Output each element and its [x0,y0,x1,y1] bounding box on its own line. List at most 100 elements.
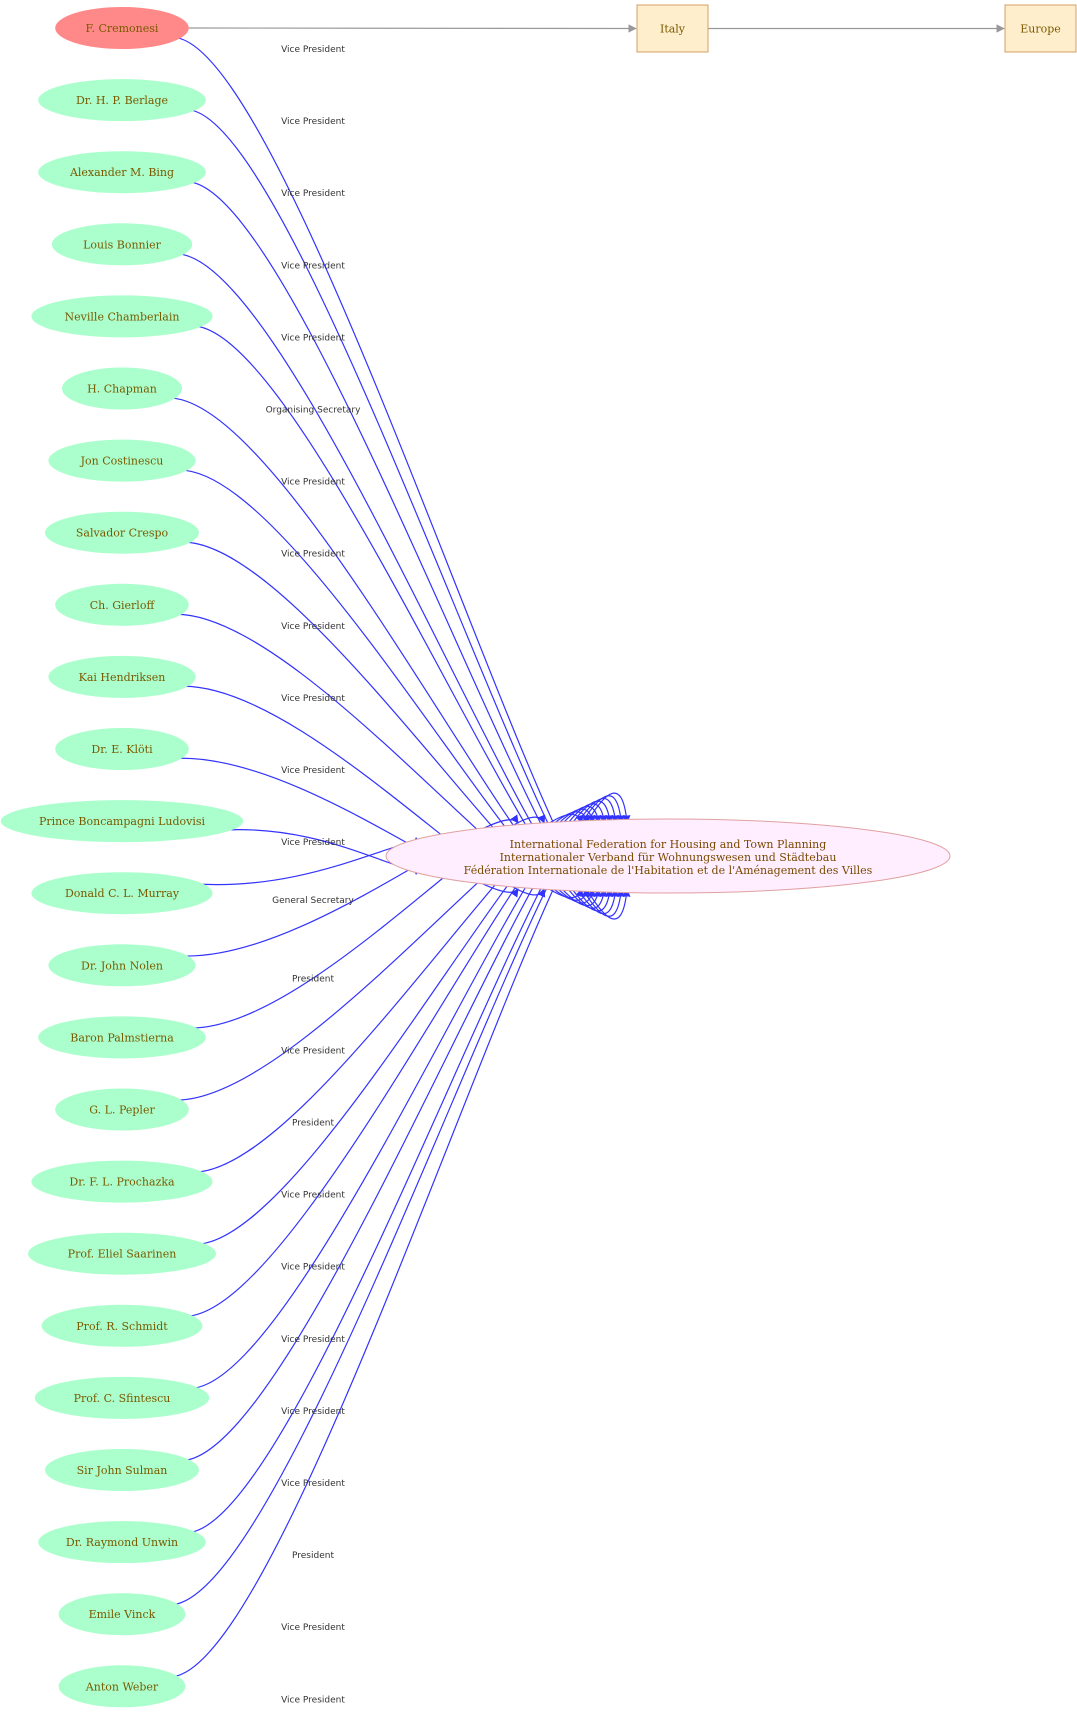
person-node-shape [31,872,213,915]
federation-node-shape [385,818,951,894]
box-node-shape [1004,4,1077,53]
person-node-anton-weber[interactable]: Anton Weber [58,1665,186,1708]
edge-label-g-l-pepler: President [292,1119,334,1129]
edge-label-dr-e-kl-ti: Vice President [281,766,345,776]
person-name: Prince Boncampagni Ludovisi [39,815,206,828]
edge-kai-hendriksen [179,685,546,898]
edge-label-alexander-m-bing: Vice President [281,189,345,199]
person-name: F. Cremonesi [86,22,159,35]
person-name: Anton Weber [85,1680,159,1693]
edge-label-dr-john-nolen: President [292,974,334,984]
edge-baron-palmstierna [187,814,546,1029]
edge-label-prince-boncampagni-ludovisi: Vice President [281,838,345,848]
person-node-jon-costinescu[interactable]: Jon Costinescu [48,439,196,482]
person-node-h-chapman[interactable]: H. Chapman [62,367,182,410]
box-node-italy[interactable]: Italy [636,4,709,53]
person-node-prof-eliel-saarinen[interactable]: Prof. Eliel Saarinen [28,1232,216,1275]
person-node-shape [31,1160,213,1203]
person-name: Donald C. L. Murray [65,887,180,900]
edge-label-sir-john-sulman: Vice President [281,1479,345,1489]
edge-label-jon-costinescu: Vice President [281,478,345,488]
edge-highlight-to-italy [188,24,637,33]
edge-neville-chamberlain [192,325,608,909]
person-node-dr-e-kl-ti[interactable]: Dr. E. Klöti [55,728,189,770]
person-node-sir-john-sulman[interactable]: Sir John Sulman [45,1449,199,1491]
person-node-alexander-m-bing[interactable]: Alexander M. Bing [38,151,206,194]
edge-label-h-chapman: Organising Secretary [266,406,362,416]
person-node-shape [45,511,199,554]
edge-dr-john-nolen [179,814,519,957]
person-node-dr-raymond-unwin[interactable]: Dr. Raymond Unwin [38,1521,206,1564]
person-name: Sir John Sulman [77,1464,168,1477]
person-node-shape [28,1232,216,1275]
person-node-shape [0,800,244,843]
edge-label-anton-weber: Vice President [281,1695,345,1705]
person-node-g-l-pepler[interactable]: G. L. Pepler [55,1088,189,1131]
person-name: Dr. F. L. Prochazka [69,1176,175,1189]
person-node-shape [31,295,213,338]
edge-label-kai-hendriksen: Vice President [281,694,345,704]
person-name: Prof. C. Sfintescu [74,1392,171,1405]
person-node-dr-john-nolen[interactable]: Dr. John Nolen [48,944,196,987]
person-node-emile-vinck[interactable]: Emile Vinck [58,1593,186,1636]
person-node-prof-r-schmidt[interactable]: Prof. R. Schmidt [41,1304,203,1347]
person-node-shape [38,1521,206,1564]
person-node-shape [38,1016,206,1059]
person-node-dr-h-p-berlage[interactable]: Dr. H. P. Berlage [38,79,206,122]
edge-label-ch-gierloff: Vice President [281,622,345,632]
box-node-europe[interactable]: Europe [1004,4,1077,53]
federation-name-fr: Fédération Internationale de l'Habitatio… [464,864,873,877]
person-node-shape [34,1376,210,1419]
edge-prof-c-sfintescu [190,803,608,1390]
edge-label-baron-palmstierna: Vice President [281,1046,345,1056]
person-node-donald-c-l-murray[interactable]: Donald C. L. Murray [31,872,213,915]
edge-label-dr-raymond-unwin: President [292,1551,334,1561]
person-node-shape [48,944,196,987]
edge-sir-john-sulman [182,800,614,1462]
person-node-shape [51,223,193,266]
person-name: Louis Bonnier [83,238,162,251]
person-node-dr-f-l-prochazka[interactable]: Dr. F. L. Prochazka [31,1160,213,1203]
person-node-shape [58,1665,186,1708]
edge-f-cremonesi [174,36,631,920]
person-node-shape [55,1088,189,1131]
edge-label-neville-chamberlain: Vice President [281,333,345,343]
person-node-baron-palmstierna[interactable]: Baron Palmstierna [38,1016,206,1059]
edge-label-dr-h-p-berlage: Vice President [281,117,345,127]
edge-label-prof-c-sfintescu: Vice President [281,1407,345,1417]
person-node-kai-hendriksen[interactable]: Kai Hendriksen [48,655,196,698]
edge-g-l-pepler [174,813,584,1101]
edge-label-louis-bonnier: Vice President [281,261,345,271]
person-node-salvador-crespo[interactable]: Salvador Crespo [45,511,199,554]
edge-label-prof-r-schmidt: Vice President [281,1335,345,1345]
edge-label-salvador-crespo: Vice President [281,550,345,560]
person-node-ch-gierloff[interactable]: Ch. Gierloff [55,583,189,626]
federation-name-en: International Federation for Housing and… [510,838,827,851]
person-name: Dr. E. Klöti [91,743,153,756]
edge-dr-raymond-unwin [187,798,620,1534]
edge-label-prof-eliel-saarinen: Vice President [281,1263,345,1273]
person-name: Neville Chamberlain [65,310,180,323]
person-name: H. Chapman [87,383,157,396]
federation-node[interactable]: International Federation for Housing and… [385,818,951,894]
person-node-shape [38,79,206,122]
person-name: Dr. John Nolen [81,959,163,972]
person-node-shape [62,367,182,410]
person-node-neville-chamberlain[interactable]: Neville Chamberlain [31,295,213,338]
person-node-shape [55,7,189,49]
edges-layer [168,24,1005,1678]
person-name: Prof. Eliel Saarinen [68,1248,177,1261]
edge-dr-h-p-berlage [187,108,625,917]
person-node-prince-boncampagni-ludovisi[interactable]: Prince Boncampagni Ludovisi [0,800,244,843]
edge-label-emile-vinck: Vice President [281,1623,345,1633]
person-node-louis-bonnier[interactable]: Louis Bonnier [51,223,193,266]
person-node-shape [55,583,189,626]
person-node-f-cremonesi[interactable]: F. Cremonesi [55,7,189,49]
person-node-shape [48,655,196,698]
edge-label-f-cremonesi: Vice President [281,45,345,55]
edge-louis-bonnier [176,253,614,912]
person-node-prof-c-sfintescu[interactable]: Prof. C. Sfintescu [34,1376,210,1419]
edge-dr-f-l-prochazka [192,811,590,1173]
person-node-shape [45,1449,199,1491]
